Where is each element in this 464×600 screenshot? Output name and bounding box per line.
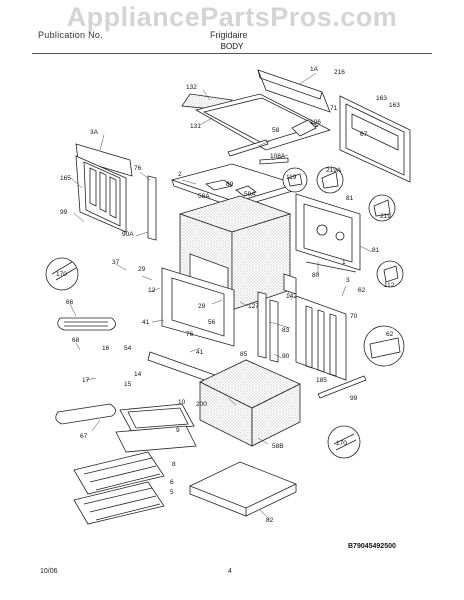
lower-body bbox=[199, 359, 301, 447]
callout-2: 2 bbox=[178, 171, 182, 178]
oven-rack-upper bbox=[73, 451, 165, 495]
section-title: BODY bbox=[220, 42, 244, 51]
callout-99-a: 99 bbox=[60, 209, 68, 216]
storage-drawer bbox=[188, 461, 298, 517]
callout-81-b: 81 bbox=[372, 247, 380, 254]
callout-17: 17 bbox=[82, 377, 90, 384]
callout-3: 3 bbox=[346, 277, 350, 284]
callout-185: 185 bbox=[316, 377, 327, 384]
callout-80: 80 bbox=[312, 272, 320, 279]
bake-element bbox=[55, 403, 116, 425]
callout-12: 12 bbox=[148, 287, 156, 294]
callout-165: 165 bbox=[60, 175, 71, 182]
left-side-panel bbox=[75, 143, 133, 233]
callout-170-a: 170 bbox=[56, 271, 67, 278]
callout-90A: 90A bbox=[122, 231, 134, 238]
footer-date: 10/06 bbox=[40, 568, 58, 575]
callout-106: 106 bbox=[310, 119, 321, 126]
publication-label: Publication No. bbox=[38, 30, 104, 40]
callout-163-a: 163 bbox=[376, 95, 387, 102]
callout-10: 10 bbox=[178, 399, 186, 406]
callout-67-b: 67 bbox=[80, 433, 88, 440]
bar-58 bbox=[227, 139, 269, 157]
callout-163-b: 163 bbox=[389, 102, 400, 109]
callout-56: 56 bbox=[208, 319, 216, 326]
callout-41-b: 41 bbox=[196, 349, 204, 356]
callout-219A: 219A bbox=[326, 167, 342, 174]
callout-1A: 1A bbox=[310, 66, 319, 73]
control-bracket bbox=[295, 193, 361, 273]
callout-62-b: 62 bbox=[386, 331, 394, 338]
callout-119: 119 bbox=[286, 174, 297, 181]
callout-82: 82 bbox=[266, 517, 274, 524]
callout-15: 15 bbox=[124, 381, 132, 388]
broil-pan bbox=[115, 403, 197, 453]
header-rule bbox=[32, 53, 432, 54]
callout-108A: 108A bbox=[270, 153, 286, 160]
callout-112: 112 bbox=[384, 282, 395, 289]
callout-14: 14 bbox=[134, 371, 142, 378]
callout-142: 142 bbox=[286, 293, 297, 300]
callout-68: 68 bbox=[72, 337, 80, 344]
broil-element bbox=[57, 317, 116, 331]
top-rear-strip bbox=[257, 69, 331, 113]
callout-37: 37 bbox=[112, 259, 120, 266]
brand-label: Frigidaire bbox=[210, 30, 248, 40]
callout-62-a: 62 bbox=[358, 287, 366, 294]
callout-200: 200 bbox=[196, 401, 207, 408]
callout-41-a: 41 bbox=[142, 319, 150, 326]
detail-circle-62 bbox=[363, 325, 405, 367]
door-frame bbox=[161, 267, 235, 347]
callout-5: 5 bbox=[170, 489, 174, 496]
callout-89: 89 bbox=[226, 181, 234, 188]
callout-90: 90 bbox=[282, 353, 290, 360]
callout-170-b: 170 bbox=[336, 440, 347, 447]
callout-3A: 3A bbox=[90, 129, 99, 136]
callout-29: 29 bbox=[138, 266, 146, 273]
catalog-number: B79045492500 bbox=[348, 543, 396, 550]
page-header: Publication No. Frigidaire BODY bbox=[0, 0, 464, 51]
callout-219: 219 bbox=[380, 213, 391, 220]
callout-83: 83 bbox=[282, 327, 290, 334]
callout-9: 9 bbox=[176, 427, 180, 434]
callout-66: 66 bbox=[66, 299, 74, 306]
callout-67: 67 bbox=[360, 131, 368, 138]
callout-16: 16 bbox=[102, 345, 110, 352]
callout-131: 131 bbox=[190, 123, 201, 130]
callout-6: 6 bbox=[170, 479, 174, 486]
rear-panel bbox=[339, 95, 411, 183]
callout-132: 132 bbox=[186, 84, 197, 91]
strip-90A bbox=[147, 175, 157, 241]
callout-76-b: 76 bbox=[186, 331, 194, 338]
callout-85: 85 bbox=[240, 351, 248, 358]
callout-1: 1 bbox=[342, 259, 346, 266]
callout-59A: 59A bbox=[244, 191, 256, 198]
footer-page: 4 bbox=[228, 568, 232, 575]
callout-8: 8 bbox=[172, 461, 176, 468]
callout-58B: 58B bbox=[272, 443, 284, 450]
detail-circle-119 bbox=[282, 167, 308, 193]
callout-99-b: 99 bbox=[350, 395, 358, 402]
callout-81-a: 81 bbox=[346, 195, 354, 202]
right-lower-panel bbox=[295, 295, 347, 381]
callout-58: 58 bbox=[272, 127, 280, 134]
oven-rack-lower bbox=[73, 481, 165, 525]
callout-29-b: 29 bbox=[198, 303, 206, 310]
watermark: AppliancePartsPros.com bbox=[66, 2, 398, 32]
terminal-block bbox=[291, 119, 317, 137]
callout-58A: 58A bbox=[198, 193, 210, 200]
detail-circle-170a bbox=[45, 257, 79, 291]
callout-54: 54 bbox=[124, 345, 132, 352]
callout-70: 70 bbox=[350, 313, 358, 320]
exploded-parts-diagram: 1A 216 132 163 163 71 131 106 58 67 3A 1… bbox=[45, 66, 411, 525]
callout-127: 127 bbox=[248, 303, 259, 310]
callout-216: 216 bbox=[334, 69, 345, 76]
top-panel bbox=[194, 93, 332, 151]
callout-71: 71 bbox=[330, 105, 338, 112]
callout-76: 76 bbox=[134, 165, 142, 172]
